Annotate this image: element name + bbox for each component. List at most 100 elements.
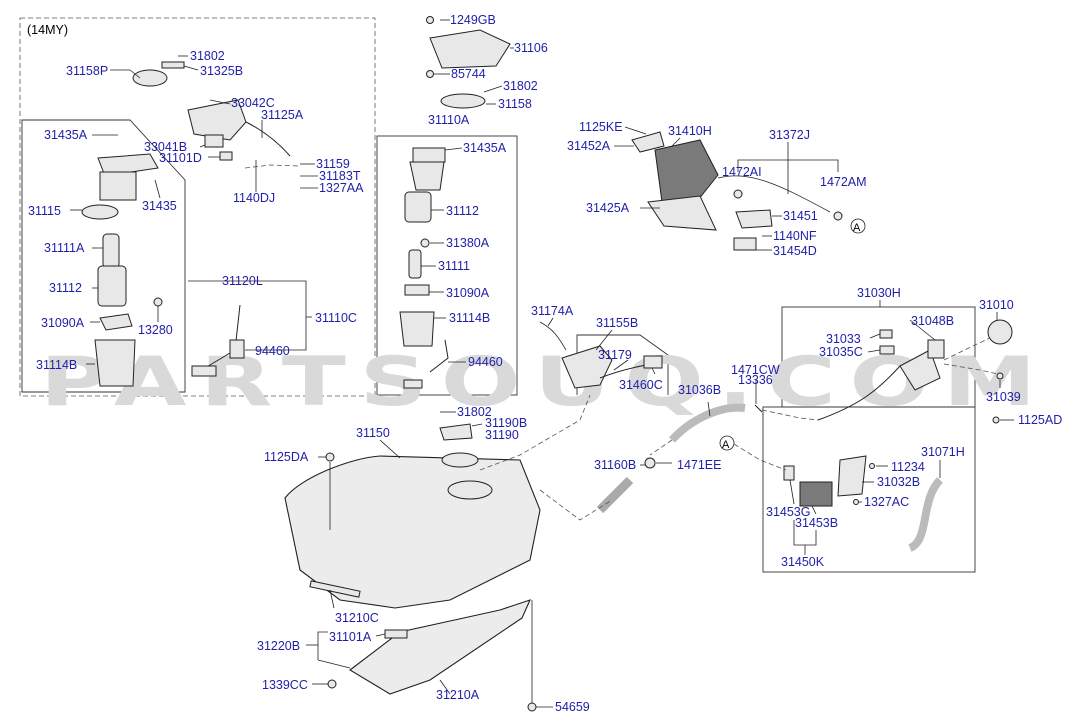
part-label-31802-b[interactable]: 31802 <box>503 79 538 93</box>
hose-31036b <box>669 403 746 443</box>
part-label-31174a[interactable]: 31174A <box>531 304 574 318</box>
part-label-31111[interactable]: 31111 <box>438 259 470 273</box>
part-label-31220b[interactable]: 31220B <box>257 639 300 653</box>
part-label-1472ai[interactable]: 1472AI <box>722 165 762 179</box>
part-label-1125ke[interactable]: 1125KE <box>579 120 623 134</box>
part-label-94460-mid[interactable]: 94460 <box>468 355 503 369</box>
part-label-31325b[interactable]: 31325B <box>200 64 243 78</box>
part-label-31210c[interactable]: 31210C <box>335 611 379 625</box>
part-label-31090a-left[interactable]: 31090A <box>41 316 85 330</box>
part-label-31158p[interactable]: 31158P <box>66 64 108 78</box>
part-label-1249gb[interactable]: 1249GB <box>450 13 496 27</box>
part-label-31450k[interactable]: 31450K <box>781 555 825 569</box>
group-part-labels: (14MY) A A 31802 31158P 31325B 33042C 31… <box>27 13 1062 714</box>
part-label-13336[interactable]: 13336 <box>738 373 773 387</box>
part-label-31110a[interactable]: 31110A <box>428 113 470 127</box>
part-label-31435[interactable]: 31435 <box>142 199 177 213</box>
part-label-1125ad[interactable]: 1125AD <box>1018 413 1062 427</box>
part-label-33041b[interactable]: 33041B <box>144 140 187 154</box>
tank-strap-31210c <box>309 580 361 598</box>
part-label-31032b[interactable]: 31032B <box>877 475 920 489</box>
part-label-31033[interactable]: 31033 <box>826 332 861 346</box>
part-label-1125da[interactable]: 1125DA <box>264 450 309 464</box>
part-label-31039[interactable]: 31039 <box>986 390 1021 404</box>
part-label-31435a-left[interactable]: 31435A <box>44 128 88 142</box>
bolt-1339cc <box>327 679 337 689</box>
part-label-1471cw[interactable]: 1471CW <box>731 363 780 377</box>
reservoir-31114b-left <box>94 339 136 387</box>
part-label-1471ee[interactable]: 1471EE <box>677 458 721 472</box>
gasket-31090a-mid <box>404 284 430 296</box>
part-label-1339cc[interactable]: 1339CC <box>262 678 308 692</box>
canister-bracket-31425a <box>647 195 717 231</box>
part-label-31155b[interactable]: 31155B <box>596 316 638 330</box>
part-label-1140nf[interactable]: 1140NF <box>773 229 817 243</box>
vapor-hose-31372j <box>717 175 831 213</box>
part-label-31048b[interactable]: 31048B <box>911 314 954 328</box>
part-label-1472am[interactable]: 1472AM <box>820 175 867 189</box>
part-label-31802-a[interactable]: 31802 <box>190 49 225 63</box>
part-label-31090a-mid[interactable]: 31090A <box>446 286 490 300</box>
part-label-31160b[interactable]: 31160B <box>594 458 636 472</box>
part-label-31071h[interactable]: 31071H <box>921 445 965 459</box>
reservoir-31114b-mid <box>399 311 435 347</box>
part-label-31210a[interactable]: 31210A <box>436 688 480 702</box>
part-label-31111a[interactable]: 31111A <box>44 241 85 255</box>
part-label-31425a[interactable]: 31425A <box>586 201 630 215</box>
part-label-31101a[interactable]: 31101A <box>329 630 372 644</box>
part-label-31150[interactable]: 31150 <box>356 426 390 440</box>
part-label-31179[interactable]: 31179 <box>598 348 632 362</box>
part-label-54659[interactable]: 54659 <box>555 700 590 714</box>
part-label-31115[interactable]: 31115 <box>28 204 61 218</box>
part-label-31035c[interactable]: 31035C <box>819 345 863 359</box>
part-label-31112-mid[interactable]: 31112 <box>446 204 479 218</box>
part-label-31410h[interactable]: 31410H <box>668 124 712 138</box>
part-label-1327aa[interactable]: 1327AA <box>319 181 364 195</box>
part-label-31112-left[interactable]: 31112 <box>49 281 82 295</box>
connector-marker-a-upper-label: A <box>853 222 861 234</box>
pump-bracket-left <box>99 171 137 201</box>
pad-31454d <box>733 237 757 251</box>
bolt-1327ac <box>853 499 859 505</box>
part-label-31114b-mid[interactable]: 31114B <box>449 311 490 325</box>
part-label-1140dj[interactable]: 1140DJ <box>233 191 275 205</box>
part-label-31036b[interactable]: 31036B <box>678 383 721 397</box>
part-label-31372j[interactable]: 31372J <box>769 128 810 142</box>
part-label-31114b-left[interactable]: 31114B <box>36 358 77 372</box>
part-label-31183t[interactable]: 31183T <box>319 169 361 183</box>
part-label-31453b[interactable]: 31453B <box>795 516 838 530</box>
part-label-31451[interactable]: 31451 <box>783 209 818 223</box>
part-label-13280[interactable]: 13280 <box>138 323 173 337</box>
part-label-31125a[interactable]: 31125A <box>261 108 304 122</box>
bolt-11234 <box>869 463 875 469</box>
part-label-31435a-mid[interactable]: 31435A <box>463 141 507 155</box>
part-label-1327ac[interactable]: 1327AC <box>864 495 909 509</box>
part-label-31190[interactable]: 31190 <box>485 428 519 442</box>
connector-marker-a-lower-label: A <box>722 439 730 451</box>
part-label-31454d[interactable]: 31454D <box>773 244 817 258</box>
part-label-31159[interactable]: 31159 <box>316 157 350 171</box>
part-label-11234[interactable]: 11234 <box>891 460 925 474</box>
part-label-31101d[interactable]: 31101D <box>159 151 202 165</box>
bolt-1249gb <box>426 16 434 24</box>
part-label-31802-c[interactable]: 31802 <box>457 405 492 419</box>
part-label-85744[interactable]: 85744 <box>451 67 486 81</box>
part-label-31460c[interactable]: 31460C <box>619 378 663 392</box>
part-label-31010[interactable]: 31010 <box>979 298 1014 312</box>
part-label-31190b[interactable]: 31190B <box>485 416 527 430</box>
part-label-31452a[interactable]: 31452A <box>567 139 611 153</box>
part-label-31110c[interactable]: 31110C <box>315 311 357 325</box>
part-label-31453g[interactable]: 31453G <box>766 505 810 519</box>
part-label-31158[interactable]: 31158 <box>498 97 532 111</box>
tank-protector-31210a <box>349 599 532 695</box>
part-label-94460-left[interactable]: 94460 <box>255 344 290 358</box>
part-label-31106[interactable]: 31106 <box>514 41 548 55</box>
clip-31033 <box>879 329 893 339</box>
part-label-33042c[interactable]: 33042C <box>231 96 275 110</box>
part-label-31380a[interactable]: 31380A <box>446 236 490 250</box>
part-label-31120l[interactable]: 31120L <box>222 274 263 288</box>
part-label-31030h[interactable]: 31030H <box>857 286 901 300</box>
valve-31460c <box>643 355 663 369</box>
tank-pump-opening <box>447 480 493 500</box>
